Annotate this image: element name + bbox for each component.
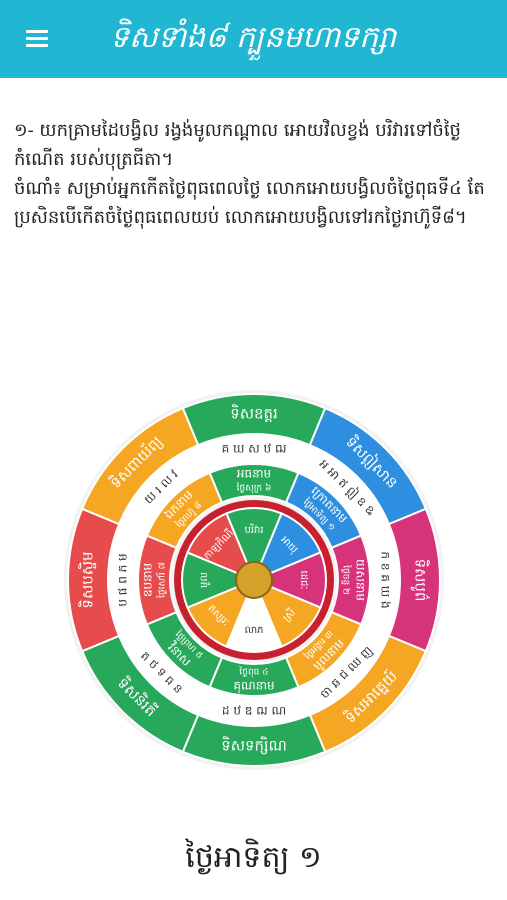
selected-day-label: ថ្ងៃអាទិត្យ ១ bbox=[185, 840, 322, 875]
inner-name-label: គុណនាម bbox=[233, 679, 275, 694]
inner-name-segment bbox=[145, 471, 224, 550]
instructions: ១- យកគ្រាមដៃបង្វិល រង្វង់មូលកណ្ដាល អោយវិ… bbox=[14, 116, 496, 232]
core-label: ដេជៈ bbox=[298, 571, 309, 590]
hamburger-menu-icon[interactable] bbox=[16, 22, 56, 56]
outer-direction-segment bbox=[80, 406, 200, 526]
letters-label: គ ឃ ស ឋ ឍ bbox=[222, 442, 287, 456]
inner-day-label: ថ្ងៃសៅរ៍ ៧ bbox=[156, 562, 168, 599]
inner-name-label: អធនាម bbox=[237, 467, 272, 481]
core-label: បរិវារ bbox=[244, 523, 263, 536]
outer-direction-label: ទិសឧត្ដរ bbox=[230, 404, 278, 423]
center-knob[interactable] bbox=[235, 561, 273, 599]
inner-day-label: ថ្ងៃពុធ ៤ bbox=[238, 666, 268, 678]
letters-label: ដ ឋ ឌ ឍ ណ bbox=[222, 704, 286, 718]
core-label: មូល bbox=[199, 572, 211, 588]
app-bar: ទិសទាំង៨ ក្បួនមហាទក្សា bbox=[0, 0, 507, 78]
inner-name-label: ឧបនាម bbox=[141, 562, 155, 597]
outer-direction-label: ទិសបស្ចិម bbox=[78, 551, 97, 608]
outer-direction-label: ទិសទក្សិណ bbox=[221, 736, 287, 755]
letters-label: ប ផ ព ភ ម bbox=[116, 553, 130, 607]
page-title: ទិសទាំង៨ ក្បួនមហាទក្សា bbox=[110, 20, 397, 55]
core-label: លាភ bbox=[244, 625, 263, 636]
inner-day-label: ថ្ងៃចន្ទ ២ bbox=[341, 564, 353, 595]
core-segment bbox=[186, 512, 256, 582]
outer-direction-label: ទិសបូព៌ bbox=[411, 559, 431, 602]
inner-name-label: យសនាម bbox=[354, 559, 368, 601]
instruction-paragraph-2: ចំណាំ៖ សម្រាប់អ្នកកើតថ្ងៃពុធពេលថ្ងៃ លោកអ… bbox=[14, 178, 485, 228]
instruction-paragraph-1: ១- យកគ្រាមដៃបង្វិល រង្វង់មូលកណ្ដាល អោយវិ… bbox=[14, 120, 461, 170]
letters-segment bbox=[119, 445, 211, 537]
letters-label: ក ខ គ ឃ ង bbox=[379, 551, 393, 608]
inner-day-label: ថ្ងៃសុក្រ ៦ bbox=[236, 482, 272, 494]
direction-wheel[interactable]: ទិសឧត្ដរទិសឦសានទិសបូព៌ទិសអាគ្នេយ៍ទិសទក្ស… bbox=[62, 388, 446, 772]
